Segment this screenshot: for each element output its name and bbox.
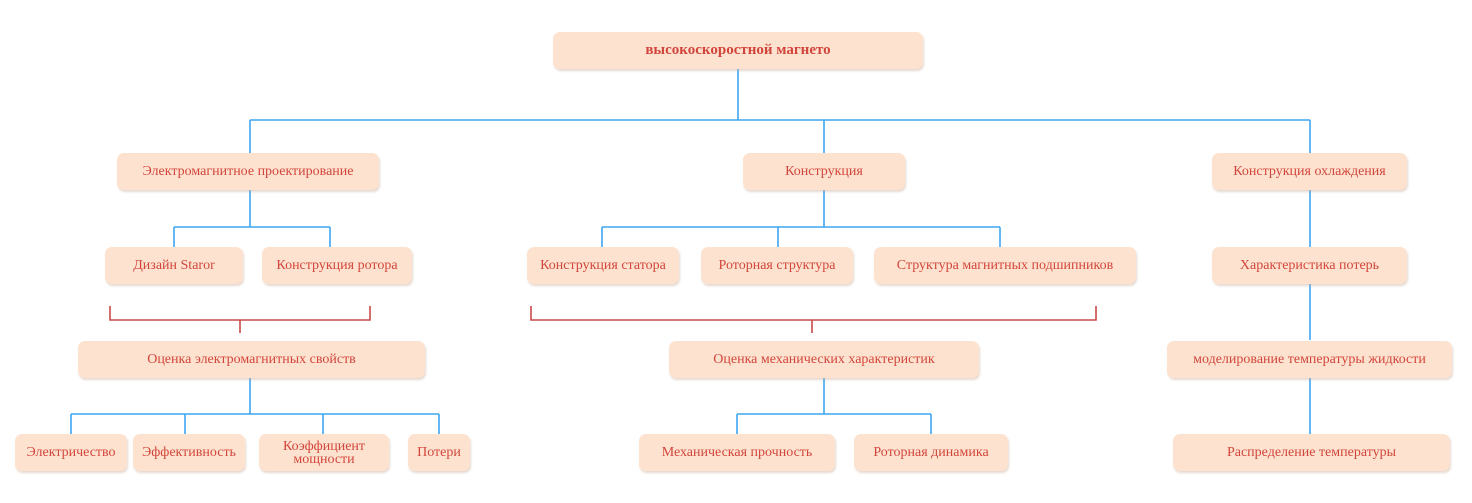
connector-mech-results	[736, 378, 932, 434]
rotor-structure-node[interactable]: Роторная структура	[701, 247, 853, 284]
efficiency-node[interactable]: Эффективность	[133, 434, 245, 471]
mechanical-strength-node[interactable]: Механическая прочность	[639, 434, 835, 471]
cooling-design-node[interactable]: Конструкция охлаждения	[1212, 153, 1407, 190]
connector-cons-items	[601, 189, 1001, 247]
fluid-temperature-modeling-node[interactable]: моделирование температуры жидкости	[1167, 341, 1452, 378]
connector-root	[249, 68, 1311, 153]
connector-em-items	[173, 189, 331, 247]
rotor-design-node[interactable]: Конструкция ротора	[262, 247, 412, 284]
bracket-cons	[530, 306, 1097, 333]
mechanical-evaluation-node[interactable]: Оценка механических характеристик	[669, 341, 979, 378]
power-factor-node[interactable]: Коэффициент мощности	[259, 434, 389, 471]
connector-em-results	[70, 378, 440, 434]
rotor-dynamics-node[interactable]: Роторная динамика	[854, 434, 1008, 471]
stator-construction-node[interactable]: Конструкция статора	[527, 247, 679, 284]
bracket-em	[109, 306, 371, 333]
electricity-node[interactable]: Электричество	[15, 434, 127, 471]
stator-design-node[interactable]: Дизайн Staror	[105, 247, 243, 284]
root-node[interactable]: высокоскоростной магнето	[553, 32, 923, 69]
magnetic-bearing-structure-node[interactable]: Структура магнитных подшипников	[874, 247, 1136, 284]
losses-node[interactable]: Потери	[408, 434, 470, 471]
construction-node[interactable]: Конструкция	[743, 153, 905, 190]
temperature-distribution-node[interactable]: Распределение температуры	[1173, 434, 1450, 471]
electromagnetic-design-node[interactable]: Электромагнитное проектирование	[117, 153, 379, 190]
loss-characteristic-node[interactable]: Характеристика потерь	[1212, 247, 1407, 284]
electromagnetic-evaluation-node[interactable]: Оценка электромагнитных свойств	[78, 341, 425, 378]
